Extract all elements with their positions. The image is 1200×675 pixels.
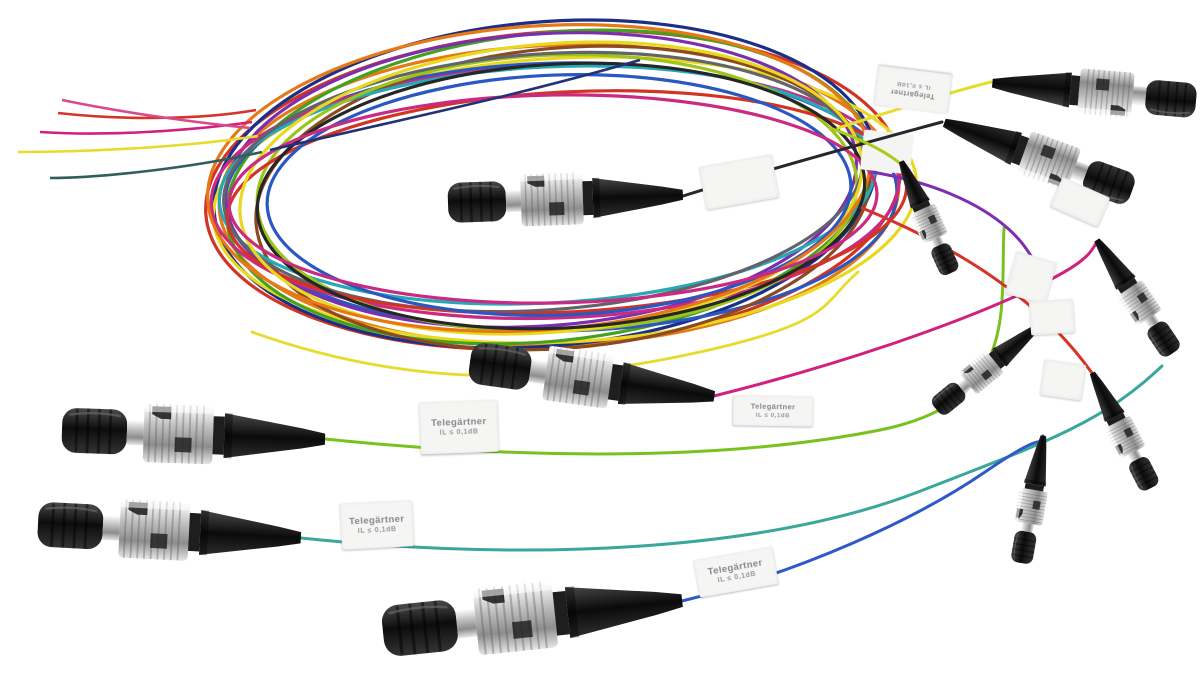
fiber-green (323, 226, 1006, 456)
fan-fiber-pink (61, 98, 251, 130)
label-spec-text: IL ≤ 0,1dB (439, 428, 479, 438)
product-label-green-fiber: Telegärtner IL ≤ 0,1dB (419, 399, 499, 455)
diag-fiber-navy (269, 58, 641, 152)
loose-fiber-fan (17, 58, 641, 180)
fan-fiber-yellow (17, 134, 259, 154)
fiber-red (860, 206, 1094, 375)
blank-label-cluster-3 (1028, 298, 1076, 336)
st-connector-center-top (445, 167, 685, 231)
product-label-magenta-fiber: Telegärtner IL ≤ 0,1dB (732, 395, 814, 427)
st-connector-middle (464, 333, 720, 425)
st-connector-right-mid (1083, 230, 1187, 363)
coil-fiber-strand (255, 61, 867, 331)
st-connectors (35, 59, 1200, 667)
st-connector-top-right (989, 59, 1200, 125)
st-connector-left-lower (35, 493, 304, 569)
fiber-yellow-behind (250, 270, 860, 378)
fiber-aqua (299, 364, 1164, 552)
label-spec-text: IL ≤ 0,1dB (755, 412, 791, 419)
st-connector-right-upper (935, 100, 1141, 213)
st-connector-right-lower (1078, 365, 1165, 496)
st-connector-right-inner (926, 314, 1049, 421)
fan-fiber-teal (49, 150, 263, 180)
label-brand-text: Telegärtner (750, 401, 796, 412)
coil-fiber-strand (265, 73, 853, 317)
fiber-magenta (712, 240, 1099, 398)
label-spec-text: IL ≤ 0,1dB (357, 526, 397, 536)
coil-fiber-strand (227, 93, 879, 305)
blank-label-cluster-4 (1039, 359, 1087, 401)
st-connector-left-upper (59, 399, 328, 470)
product-label-aqua-fiber: Telegärtner IL ≤ 0,1dB (339, 500, 415, 550)
st-connector-bottom-center (377, 565, 688, 667)
fiber-lime (828, 126, 904, 167)
